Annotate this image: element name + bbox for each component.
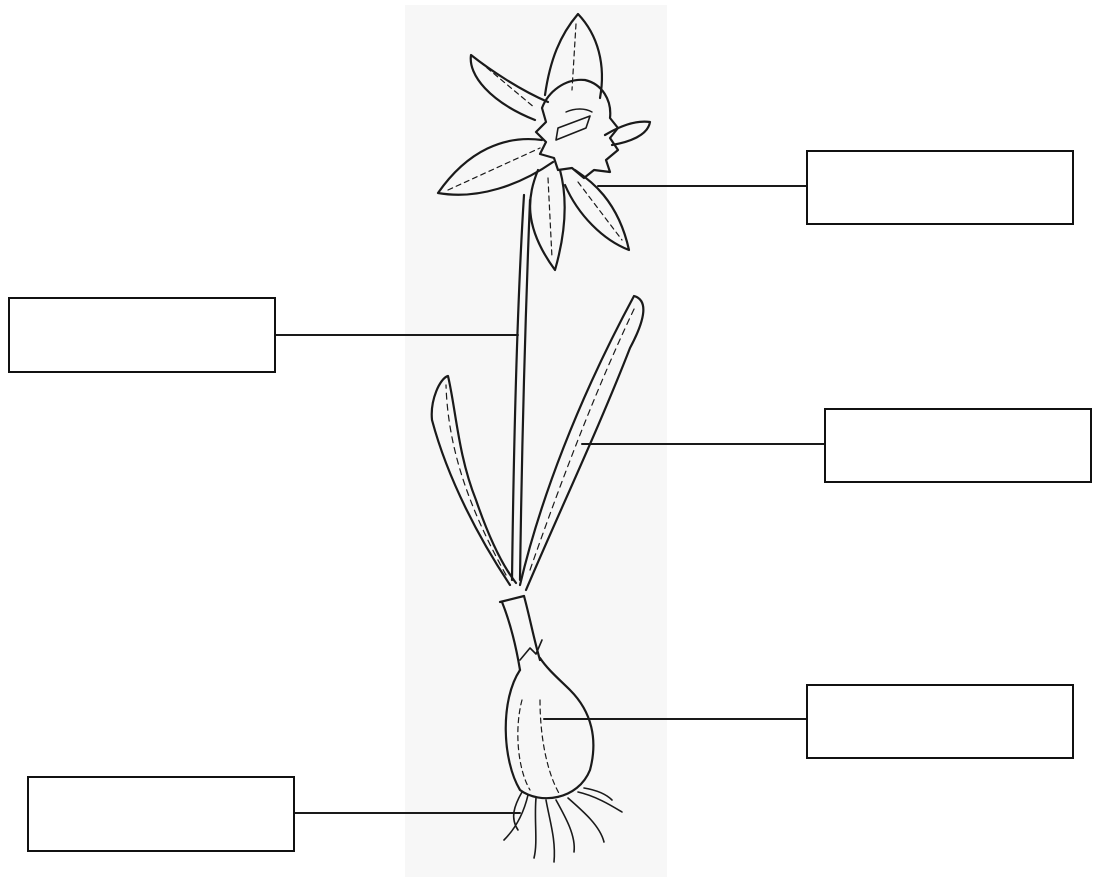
petal-bottom [530, 170, 564, 270]
sheath-top [500, 596, 524, 602]
corona-inner [566, 109, 592, 112]
bulb [506, 658, 594, 798]
bulb-scale-1 [518, 700, 530, 790]
label-box-stem[interactable] [8, 297, 276, 373]
root-2 [534, 798, 536, 858]
corona [536, 80, 618, 178]
corona-opening [556, 116, 590, 140]
leader-lines [276, 186, 824, 813]
petal-bottom-midrib [548, 178, 552, 258]
stem-left-edge [512, 195, 524, 580]
label-box-roots[interactable] [27, 776, 295, 852]
leaf-right-midrib [530, 305, 636, 570]
petal-left-midrib [448, 148, 540, 190]
petal-upper-left [471, 55, 548, 120]
root-4 [556, 800, 574, 852]
sheath-left [502, 602, 520, 670]
label-box-flower[interactable] [806, 150, 1074, 225]
roots [504, 788, 622, 862]
root-6 [578, 792, 622, 812]
root-5 [568, 798, 604, 842]
root-8 [514, 792, 522, 830]
root-1 [504, 795, 528, 840]
leaf-left [432, 376, 516, 585]
bulb-scale-2 [540, 700, 560, 795]
sheath [500, 596, 542, 670]
petals [438, 14, 650, 270]
petal-left [438, 139, 553, 195]
label-box-bulb[interactable] [806, 684, 1074, 759]
petal-upper-left-midrib [480, 62, 535, 108]
root-3 [546, 800, 554, 862]
label-box-leaf[interactable] [824, 408, 1092, 483]
petal-lower-right [565, 170, 629, 250]
stem [512, 195, 530, 580]
